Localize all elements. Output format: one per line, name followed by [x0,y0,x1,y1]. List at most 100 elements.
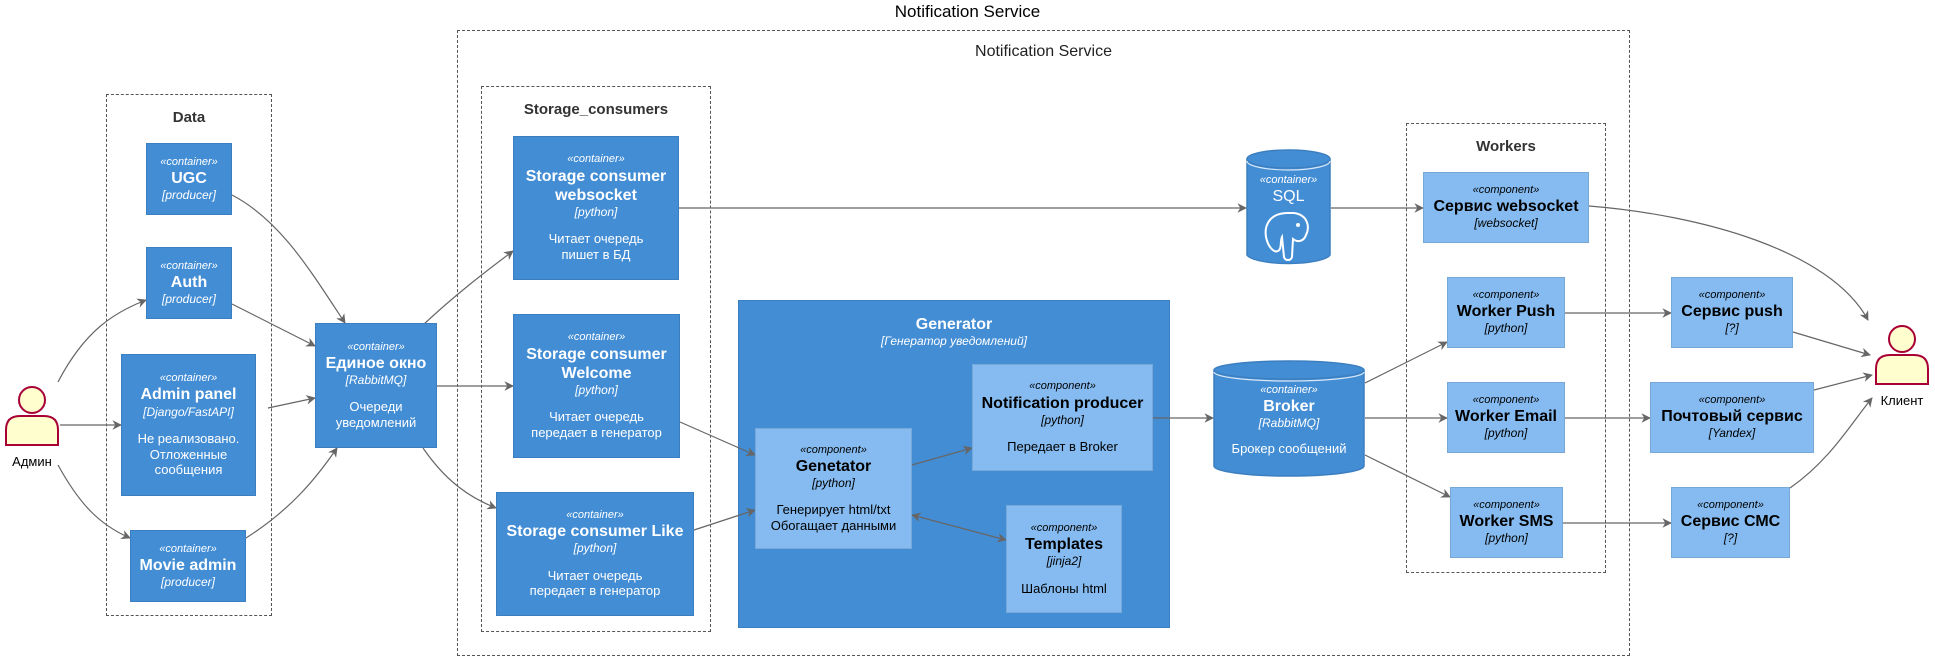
node-name: SQL [1272,188,1305,206]
edge-genetator-templates [911,512,1007,543]
node-description: Генерирует html/txt Обогащает данными [771,502,896,533]
person-icon [1875,325,1929,385]
node-name: Единое окно [325,354,427,372]
stereotype-label: «container» [1260,384,1318,396]
edge-scwelcome-genetator [679,421,756,456]
service-sms-component: «component» Сервис СМС [?] [1671,487,1790,558]
stereotype-label: «component» [1029,380,1096,393]
edge-adminpanel-single [267,395,316,409]
edge-svcpush-client [1792,331,1871,358]
desc-line: сообщения [154,462,223,478]
edge-single-scws [422,250,514,326]
node-tech: [python] [1484,426,1528,441]
movie-admin-container: «container» Movie admin [producer] [130,530,246,602]
node-description: Брокер сообщений [1231,440,1347,456]
node-tech: [RabbitMQ] [345,372,407,387]
desc-line: передает в генератор [531,424,662,440]
broker-database: «container» Broker [RabbitMQ] Брокер соо… [1213,360,1365,477]
mail-service-component: «component» Почтовый сервис [Yandex] [1650,382,1814,453]
node-description: Не реализовано. Отложенные сообщения [138,431,240,478]
service-boundary: Notification Service [457,30,1630,656]
node-description: Читает очередь передает в генератор [531,409,662,440]
edge-admin-auth [57,298,147,383]
desc-line: Не реализовано. [137,430,240,446]
edge-admin-movieadmin [57,464,131,539]
node-name: Broker [1263,398,1315,416]
edge-ugc-single [231,194,346,324]
node-name: Movie admin [139,556,237,574]
stereotype-label: «container» [567,153,625,166]
client-label: Клиент [1880,393,1924,408]
node-tech: [python] [812,475,855,490]
sql-database: «container» SQL [1246,149,1331,267]
node-name: Storage consumer [525,167,667,185]
node-name: Welcome [561,364,632,382]
stereotype-label: «container» [160,259,218,272]
node-description: Читает очередь пишет в БД [549,231,644,262]
stereotype-label: «container» [1259,174,1318,186]
stereotype-label: «container» [160,155,218,168]
service-websocket-component: «component» Сервис websocket [websocket] [1423,172,1589,243]
node-name: Сервис websocket [1433,198,1579,216]
desc-line: уведомлений [335,414,417,430]
admin-panel-container: «container» Admin panel [Django/FastAPI]… [121,354,256,496]
node-description: Шаблоны html [1021,580,1107,596]
node-tech: [producer] [160,574,216,589]
stereotype-label: «component» [1472,184,1540,197]
node-name: Сервис push [1681,303,1783,321]
worker-sms-component: «component» Worker SMS [python] [1450,487,1563,558]
data-boundary-title: Data [172,109,206,126]
postgres-elephant-icon [1264,212,1309,261]
storage-consumer-welcome: «container» Storage consumer Welcome [py… [513,314,680,458]
stereotype-label: «component» [1698,394,1766,407]
database-shape [1213,360,1365,477]
edge-svcsms-client [1789,397,1873,489]
edge-svcws-client [1588,205,1869,321]
node-tech: [Yandex] [1708,426,1756,441]
node-name: Templates [1025,536,1103,553]
node-name: UGC [171,169,207,187]
storage-consumer-websocket: «container» Storage consumer websocket [… [513,136,679,280]
node-tech: [websocket] [1474,216,1538,231]
service-boundary-title: Notification Service [975,43,1112,60]
sql-text: «container» SQL [1246,174,1331,206]
node-name: Worker Email [1455,408,1557,426]
edge-svcmail-client [1813,372,1873,391]
stereotype-label: «container» [159,372,218,385]
node-description: Передает в Broker [1007,439,1118,455]
generator-tech: [Генератор уведомлений] [881,334,1027,349]
node-tech: [python] [1041,412,1084,427]
node-tech: [python] [1484,321,1528,336]
desc-line: передает в генератор [529,583,661,599]
stereotype-label: «component» [1472,394,1540,407]
desc-line: Обогащает данными [770,517,897,533]
desc-line: Читает очередь [547,567,643,583]
node-name: Worker Push [1456,303,1556,321]
person-icon [5,386,59,446]
stereotype-label: «component» [1473,499,1540,512]
node-name: Storage consumer Like [506,523,684,541]
node-tech: [python] [574,204,618,219]
desc-line: Генерирует html/txt [776,502,891,518]
edge-sclike-genetator [693,508,756,531]
stereotype-label: «component» [1697,499,1764,512]
edge-broker-wpush [1364,341,1448,384]
node-name: Auth [170,273,208,291]
desc-line: пишет в БД [561,246,631,262]
storage-boundary-title: Storage_consumers [523,101,669,118]
auth-container: «container» Auth [producer] [146,247,232,319]
workers-boundary-title: Workers [1476,138,1536,155]
stereotype-label: «component» [1030,521,1098,534]
diagram-title: Notification Service [894,2,1041,21]
edge-broker-wsms [1364,454,1451,498]
storage-boundary: Storage_consumers [481,86,711,632]
node-tech: [python] [573,541,617,556]
node-name: websocket [555,186,637,204]
worker-email-component: «component» Worker Email [python] [1447,382,1565,453]
node-tech: [Django/FastAPI] [143,404,234,419]
edge-movieadmin-single [245,447,338,539]
node-tech: [producer] [161,291,217,306]
templates-component: «component» Templates [jinja2] Шаблоны h… [1006,505,1122,613]
desc-line: Отложенные [149,446,228,462]
